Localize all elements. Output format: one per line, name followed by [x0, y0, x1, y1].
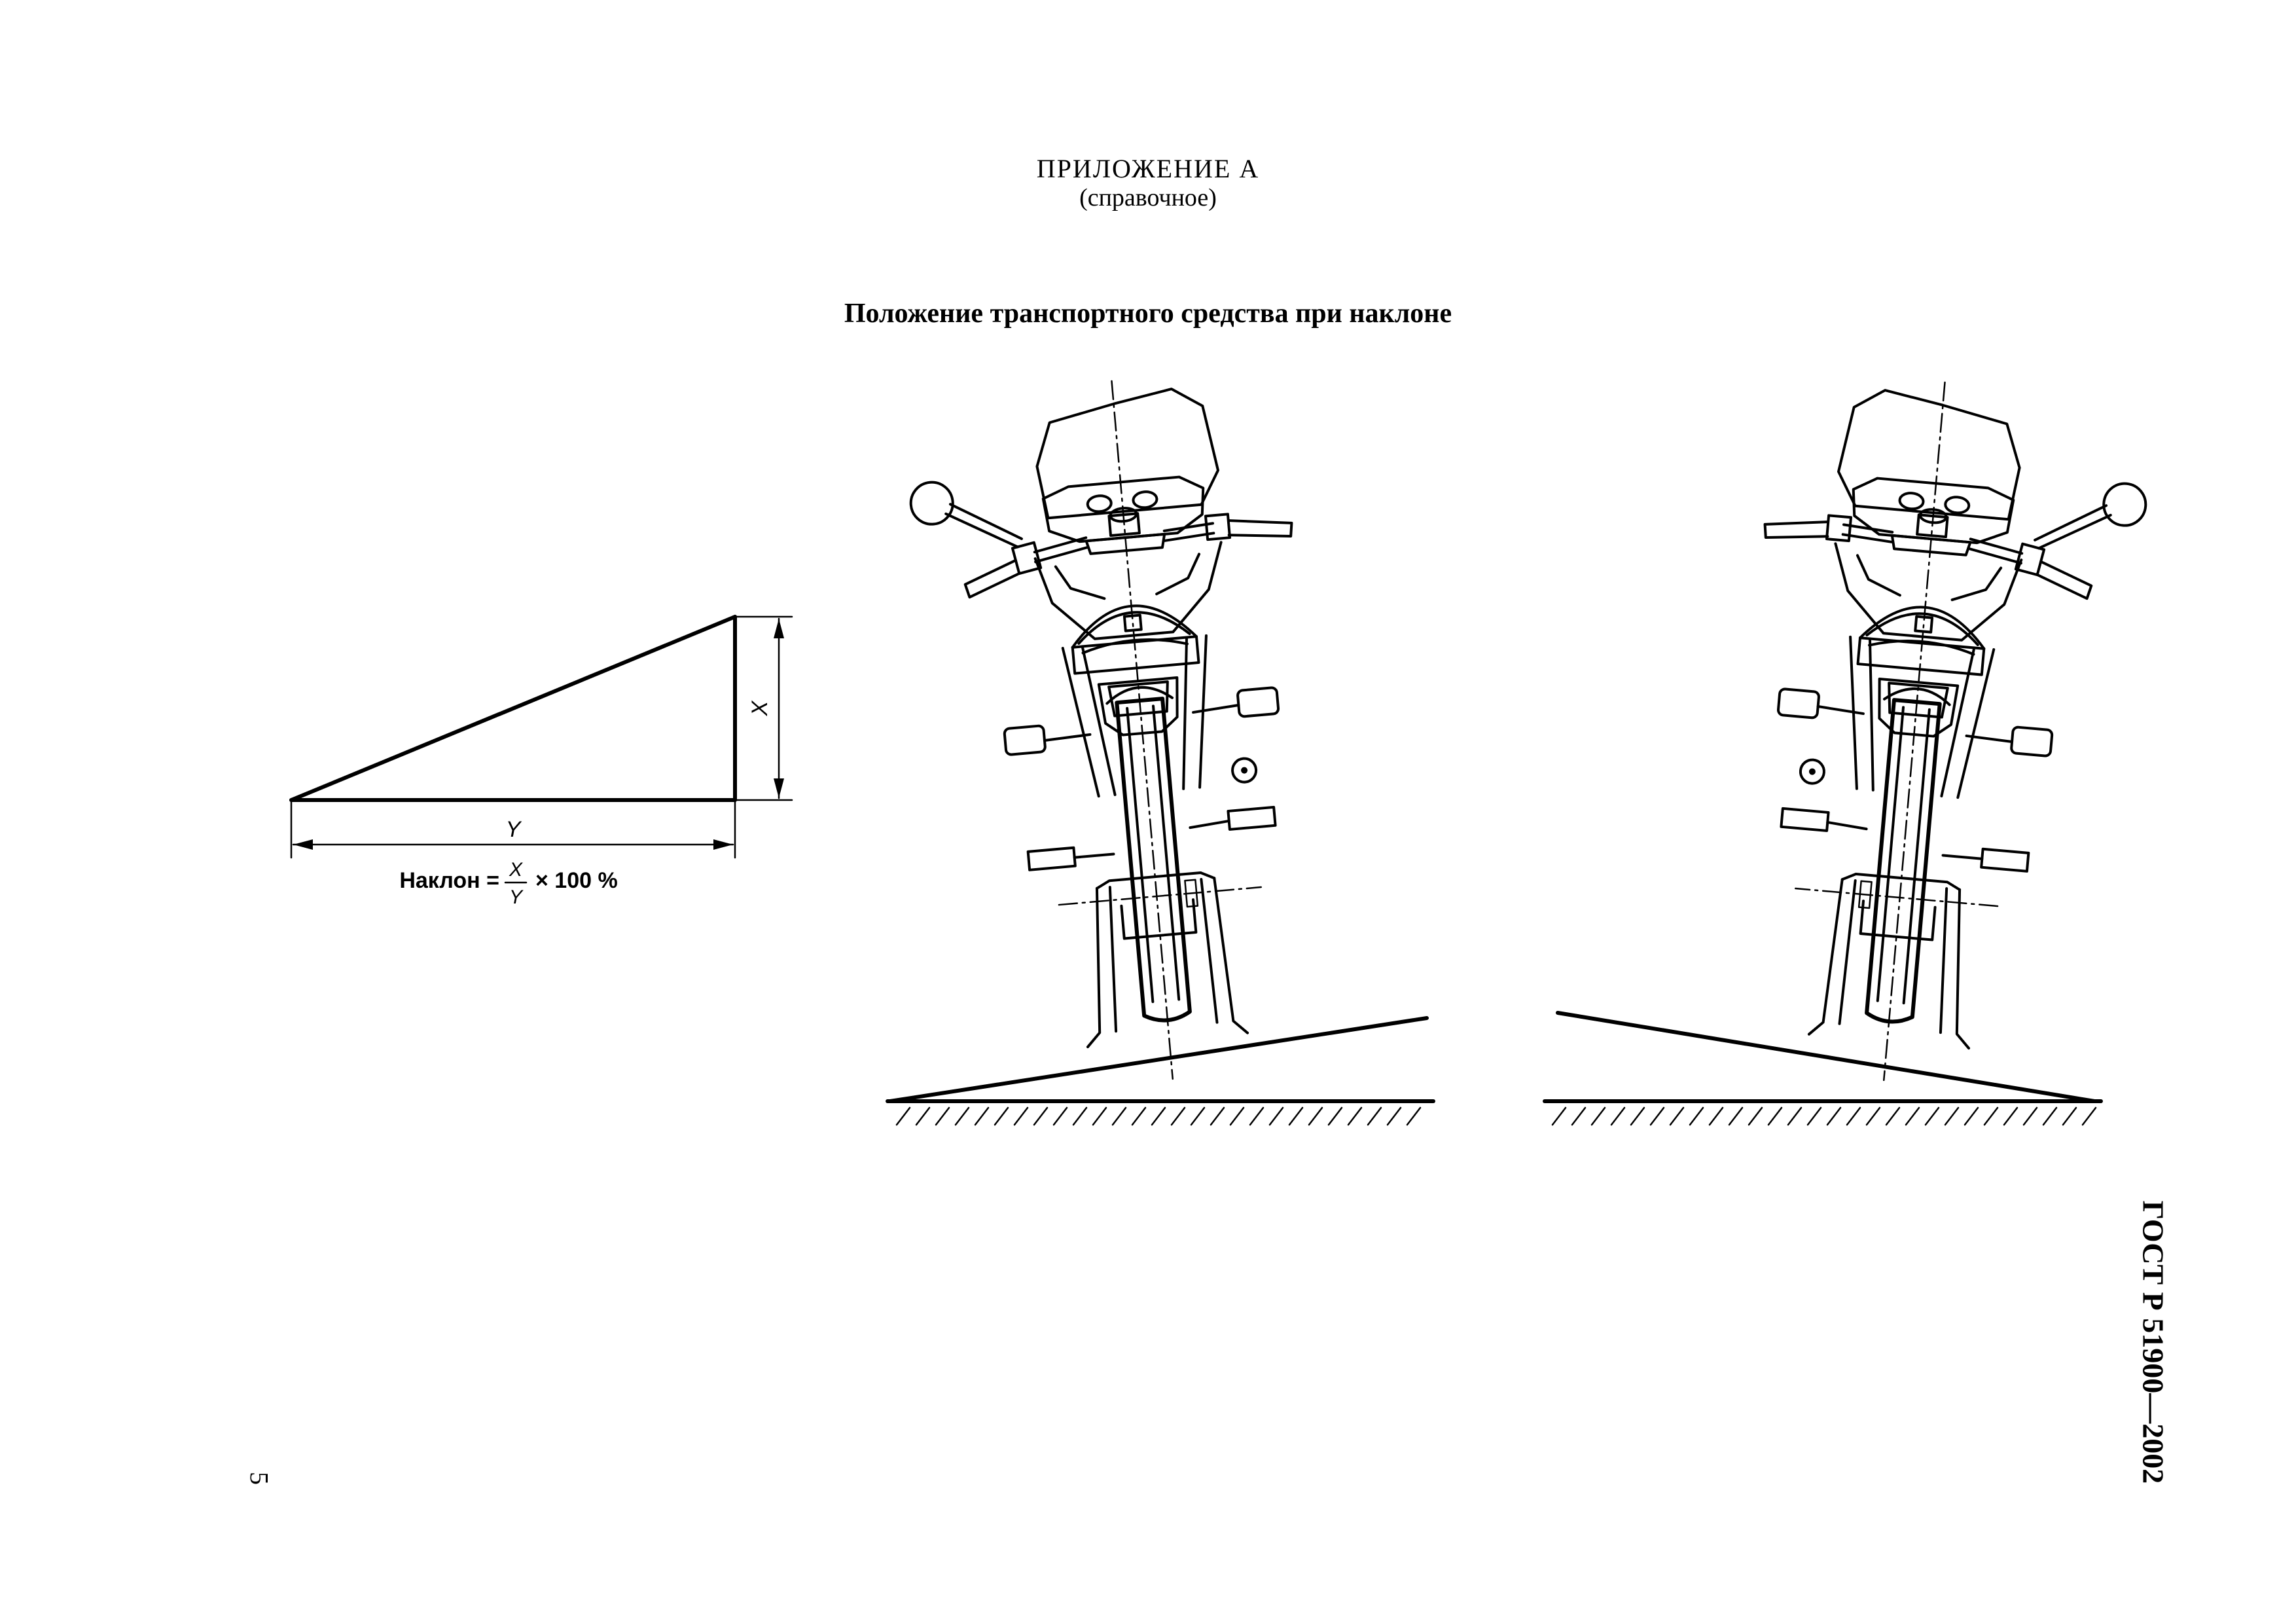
- ground-hatch-left: [895, 1106, 1422, 1126]
- slope-diagram: X Y Наклон = X Y × 100 %: [289, 615, 793, 908]
- formula-suffix: × 100 %: [535, 868, 618, 893]
- figure-title: Положение транспортного средства при нак…: [844, 299, 1452, 329]
- ramp-right: [1556, 1011, 2096, 1103]
- annex-title: ПРИЛОЖЕНИЕ А: [1036, 154, 1260, 183]
- label-y: Y: [506, 817, 522, 842]
- ramp-left: [888, 1016, 1429, 1103]
- formula-numerator: X: [509, 859, 523, 881]
- annex-subtitle: (справочное): [1079, 184, 1217, 211]
- ground-hatch-right: [1551, 1106, 2097, 1126]
- slope-hypotenuse: [289, 615, 737, 802]
- motorcycle-left-tilt: [886, 367, 1435, 1126]
- formula-prefix: Наклон =: [399, 868, 499, 893]
- page-number: 5: [244, 1472, 274, 1485]
- label-x: X: [747, 700, 772, 716]
- formula-denominator: Y: [509, 886, 524, 908]
- motorcycle-right-tilt: [1543, 368, 2155, 1126]
- document-code: ГОСТ Р 51900—2002: [2136, 1200, 2170, 1484]
